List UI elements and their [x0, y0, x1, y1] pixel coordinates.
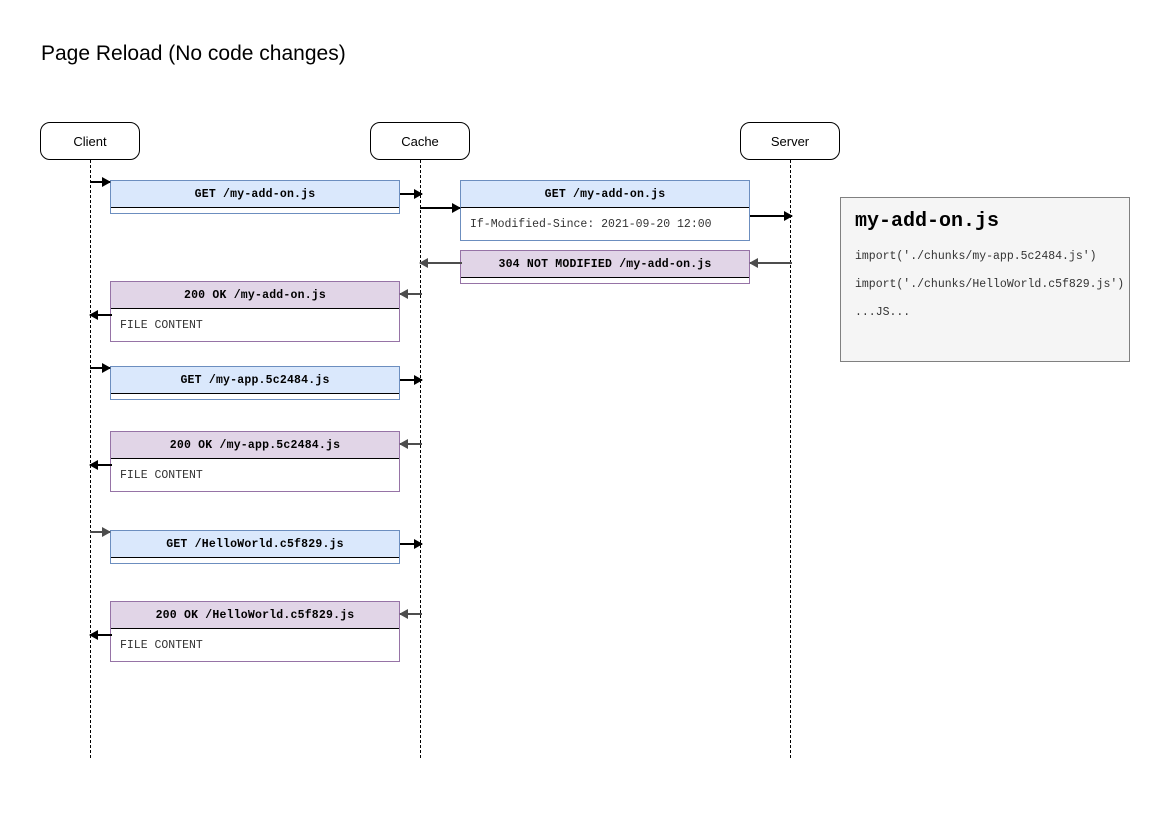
- message-body: [461, 277, 749, 283]
- message-body: FILE CONTENT: [111, 628, 399, 661]
- message-body: [111, 557, 399, 563]
- message-block-304-not-modified[interactable]: 304 NOT MODIFIED /my-add-on.js: [460, 250, 750, 284]
- code-line-import-helloworld: import('./chunks/HelloWorld.c5f829.js'): [855, 278, 1125, 291]
- participant-server-label: Server: [770, 133, 810, 149]
- message-body: [111, 393, 399, 399]
- message-block-get-my-add-on-cache[interactable]: GET /my-add-on.js If-Modified-Since: 202…: [460, 180, 750, 241]
- code-line-import-my-app: import('./chunks/my-app.5c2484.js'): [855, 250, 1097, 263]
- participant-client-label: Client: [73, 133, 107, 149]
- message-header: 304 NOT MODIFIED /my-add-on.js: [461, 251, 749, 277]
- message-block-200-my-add-on[interactable]: 200 OK /my-add-on.js FILE CONTENT: [110, 281, 400, 342]
- message-header: GET /my-app.5c2484.js: [111, 367, 399, 393]
- participant-cache[interactable]: Cache: [370, 122, 470, 160]
- message-header: GET /HelloWorld.c5f829.js: [111, 531, 399, 557]
- code-line-ellipsis: ...JS...: [855, 306, 911, 319]
- code-panel-filename: my-add-on.js: [855, 210, 1000, 233]
- code-panel-my-add-on: my-add-on.js import('./chunks/my-app.5c2…: [840, 197, 1130, 362]
- message-block-200-helloworld[interactable]: 200 OK /HelloWorld.c5f829.js FILE CONTEN…: [110, 601, 400, 662]
- message-body: If-Modified-Since: 2021-09-20 12:00: [461, 207, 749, 240]
- message-body: FILE CONTENT: [111, 458, 399, 491]
- message-header: GET /my-add-on.js: [461, 181, 749, 207]
- message-body: FILE CONTENT: [111, 308, 399, 341]
- participant-server[interactable]: Server: [740, 122, 840, 160]
- message-body: [111, 207, 399, 213]
- message-block-get-my-add-on-client[interactable]: GET /my-add-on.js: [110, 180, 400, 214]
- page-title: Page Reload (No code changes): [41, 42, 346, 65]
- message-header: 200 OK /my-add-on.js: [111, 282, 399, 308]
- lifeline-cache: [420, 160, 421, 758]
- participant-cache-label: Cache: [401, 133, 439, 149]
- participant-client[interactable]: Client: [40, 122, 140, 160]
- message-block-get-helloworld[interactable]: GET /HelloWorld.c5f829.js: [110, 530, 400, 564]
- lifeline-client: [90, 160, 91, 758]
- message-block-200-my-app[interactable]: 200 OK /my-app.5c2484.js FILE CONTENT: [110, 431, 400, 492]
- message-header: 200 OK /HelloWorld.c5f829.js: [111, 602, 399, 628]
- message-block-get-my-app[interactable]: GET /my-app.5c2484.js: [110, 366, 400, 400]
- message-header: GET /my-add-on.js: [111, 181, 399, 207]
- lifeline-server: [790, 160, 791, 758]
- message-header: 200 OK /my-app.5c2484.js: [111, 432, 399, 458]
